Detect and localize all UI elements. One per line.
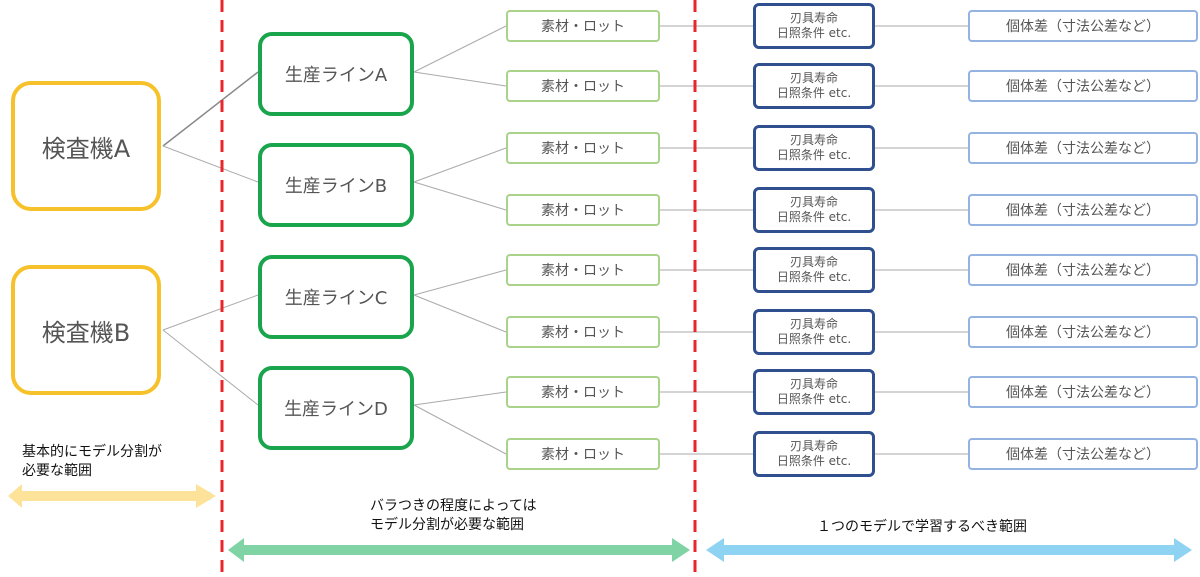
- connector-line: [162, 329, 259, 406]
- tool-condition-box: 刃具寿命 日照条件 etc.: [753, 63, 875, 109]
- tool-condition-line1: 刃具寿命: [789, 377, 838, 391]
- individual-difference-box: 個体差（寸法公差など）: [968, 70, 1198, 102]
- connector-line: [413, 404, 507, 455]
- tool-condition-line2: 日照条件 etc.: [776, 148, 852, 162]
- annotation-right: １つのモデルで学習するべき範囲: [817, 519, 1027, 535]
- annotation-middle-line2: モデル分割が必要な範囲: [370, 517, 524, 533]
- tool-condition-line1: 刃具寿命: [789, 317, 838, 331]
- material-lot-box: 素材・ロット: [506, 194, 660, 226]
- tool-condition-line1: 刃具寿命: [789, 133, 838, 147]
- individual-difference-box: 個体差（寸法公差など）: [968, 376, 1198, 408]
- annotation-left-line1: 基本的にモデル分割が: [22, 444, 162, 460]
- tool-condition-line1: 刃具寿命: [789, 255, 838, 269]
- tool-condition-box: 刃具寿命 日照条件 etc.: [753, 187, 875, 233]
- tool-condition-line1: 刃具寿命: [789, 71, 838, 85]
- material-lot-box: 素材・ロット: [506, 254, 660, 286]
- tool-condition-line2: 日照条件 etc.: [776, 454, 852, 468]
- annotation-middle-line1: バラつきの程度によっては: [370, 498, 537, 514]
- material-lot-box: 素材・ロット: [506, 316, 660, 348]
- inspection-machine-a: 検査機A: [11, 81, 161, 211]
- tool-condition-box: 刃具寿命 日照条件 etc.: [753, 309, 875, 355]
- tool-condition-line2: 日照条件 etc.: [776, 26, 852, 40]
- material-lot-box: 素材・ロット: [506, 70, 660, 102]
- annotation-middle: バラつきの程度によっては モデル分割が必要な範囲: [370, 497, 537, 535]
- tool-condition-box: 刃具寿命 日照条件 etc.: [753, 247, 875, 293]
- tool-condition-box: 刃具寿命 日照条件 etc.: [753, 369, 875, 415]
- tool-condition-line1: 刃具寿命: [789, 11, 838, 25]
- range-arrow-left: [8, 484, 216, 508]
- tool-condition-box: 刃具寿命 日照条件 etc.: [753, 3, 875, 49]
- tool-condition-line2: 日照条件 etc.: [776, 270, 852, 284]
- tool-condition-line2: 日照条件 etc.: [776, 332, 852, 346]
- connector-line: [162, 145, 259, 183]
- production-line-a: 生産ラインA: [258, 32, 414, 116]
- inspection-machine-b: 検査機B: [11, 265, 161, 395]
- connector-line: [413, 181, 507, 211]
- individual-difference-box: 個体差（寸法公差など）: [968, 316, 1198, 348]
- tool-condition-box: 刃具寿命 日照条件 etc.: [753, 431, 875, 477]
- connector-line: [162, 71, 259, 147]
- production-line-b: 生産ラインB: [258, 143, 414, 227]
- tool-condition-line1: 刃具寿命: [789, 439, 838, 453]
- range-arrow-middle: [228, 538, 690, 562]
- tool-condition-line1: 刃具寿命: [789, 195, 838, 209]
- individual-difference-box: 個体差（寸法公差など）: [968, 132, 1198, 164]
- individual-difference-box: 個体差（寸法公差など）: [968, 254, 1198, 286]
- connector-line: [413, 269, 507, 296]
- connector-line: [413, 294, 507, 333]
- material-lot-box: 素材・ロット: [506, 376, 660, 408]
- tool-condition-line2: 日照条件 etc.: [776, 392, 852, 406]
- tool-condition-line2: 日照条件 etc.: [776, 210, 852, 224]
- material-lot-box: 素材・ロット: [506, 10, 660, 42]
- annotation-left: 基本的にモデル分割が 必要な範囲: [22, 443, 162, 481]
- connector-line: [413, 391, 507, 406]
- connector-line: [413, 25, 507, 73]
- material-lot-box: 素材・ロット: [506, 438, 660, 470]
- material-lot-box: 素材・ロット: [506, 132, 660, 164]
- tool-condition-line2: 日照条件 etc.: [776, 86, 852, 100]
- production-line-c: 生産ラインC: [258, 255, 414, 339]
- annotation-left-line2: 必要な範囲: [22, 463, 92, 479]
- production-line-d: 生産ラインD: [258, 366, 414, 450]
- individual-difference-box: 個体差（寸法公差など）: [968, 194, 1198, 226]
- individual-difference-box: 個体差（寸法公差など）: [968, 438, 1198, 470]
- connector-line: [413, 71, 507, 87]
- range-arrow-right: [706, 538, 1192, 562]
- connector-line: [162, 294, 259, 331]
- individual-difference-box: 個体差（寸法公差など）: [968, 10, 1198, 42]
- tool-condition-box: 刃具寿命 日照条件 etc.: [753, 125, 875, 171]
- connector-line: [413, 147, 507, 183]
